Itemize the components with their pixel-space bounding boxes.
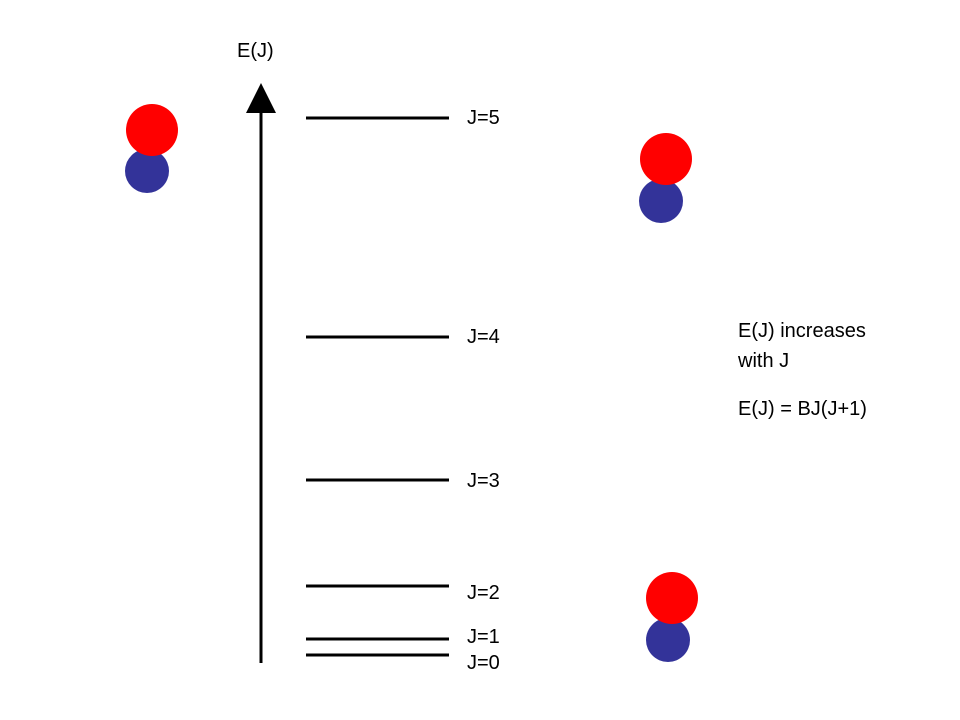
atom-red	[126, 104, 178, 156]
level-label-j1: J=1	[467, 626, 500, 648]
atom-blue	[639, 179, 683, 223]
axis-label: E(J)	[237, 40, 274, 62]
note-line-2: with J	[738, 350, 790, 372]
level-label-j0: J=0	[467, 652, 500, 674]
level-label-j5: J=5	[467, 107, 500, 129]
energy-formula: E(J) = BJ(J+1)	[738, 398, 867, 420]
atom-blue	[125, 149, 169, 193]
level-label-j4: J=4	[467, 326, 500, 348]
level-label-j3: J=3	[467, 470, 500, 492]
diatomic-molecule-icon	[646, 572, 698, 662]
explanation-note: E(J) increases with J E(J) = BJ(J+1)	[738, 316, 867, 424]
atom-red	[646, 572, 698, 624]
atom-blue	[646, 618, 690, 662]
diatomic-molecule-icon	[639, 133, 692, 223]
level-label-j2: J=2	[467, 582, 500, 604]
note-line-1: E(J) increases	[738, 320, 866, 342]
note-spacer	[738, 376, 867, 394]
atom-red	[640, 133, 692, 185]
diatomic-molecule-icon	[125, 104, 178, 193]
